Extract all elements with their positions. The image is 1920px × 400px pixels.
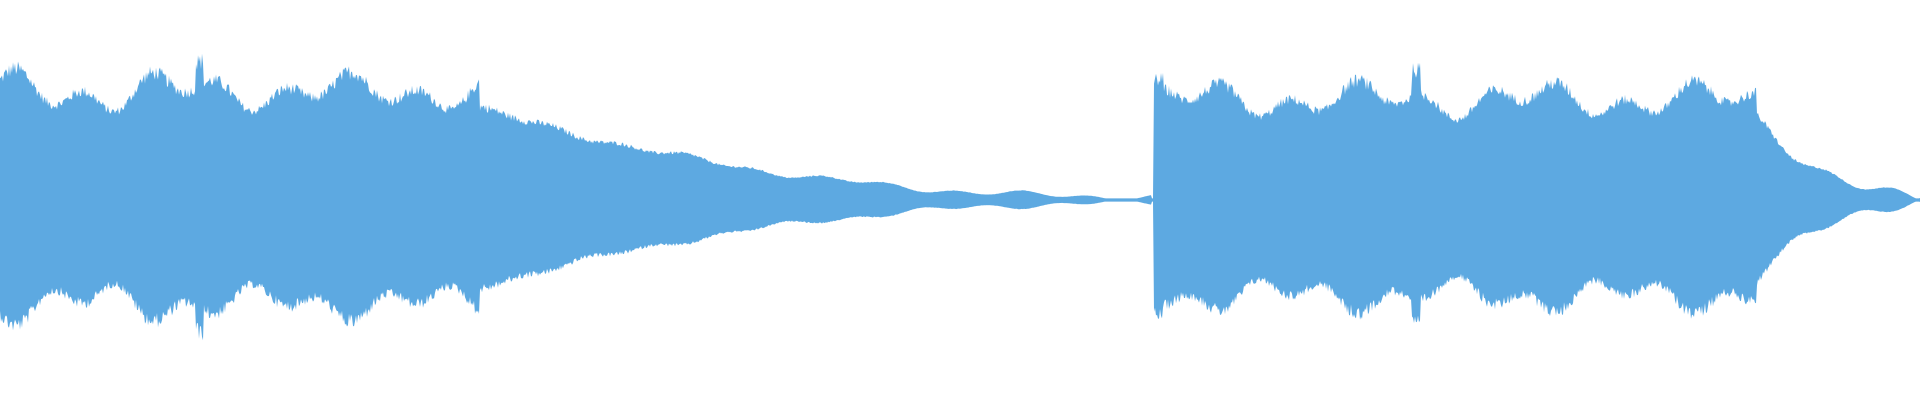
waveform-shape xyxy=(0,53,1920,341)
